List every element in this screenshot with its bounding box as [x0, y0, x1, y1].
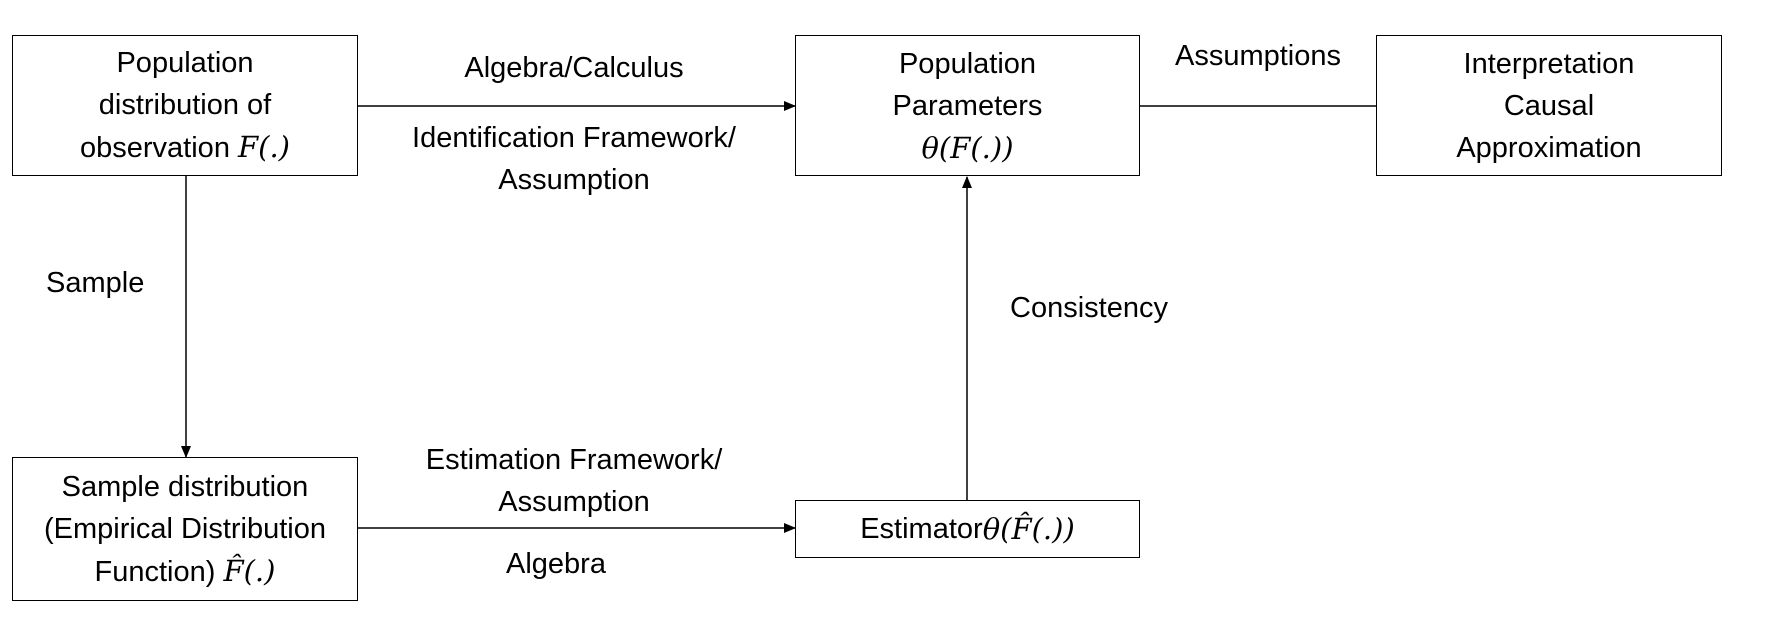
- estimator-label: Estimator: [860, 513, 983, 545]
- population-distribution-formula: F(.): [238, 130, 290, 164]
- population-distribution-line-1: Population: [116, 47, 254, 79]
- estimator-box: Estimator θ(F̂(.)): [795, 500, 1140, 558]
- estimation-framework-line-1: Estimation Framework/: [425, 444, 723, 476]
- sample-distribution-line-1: Sample distribution: [61, 470, 309, 503]
- interpretation-line-3: Approximation: [1456, 131, 1642, 164]
- sample-distribution-line-3: Function) F̂(.): [95, 550, 276, 593]
- sample-distribution-text: Function): [94, 555, 224, 588]
- edge-label-identification-framework: Identification Framework/ Assumption: [364, 117, 784, 201]
- population-distribution-box: Population distribution of observation F…: [12, 35, 358, 176]
- edge-label-estimation-framework: Estimation Framework/ Assumption: [364, 439, 784, 523]
- edge-label-consistency: Consistency: [1010, 292, 1168, 324]
- sample-distribution-box: Sample distribution (Empirical Distribut…: [12, 457, 358, 601]
- population-parameters-box: Population Parameters θ(F(.)): [795, 35, 1140, 176]
- population-distribution-line-2: distribution of: [98, 89, 272, 121]
- population-parameters-line-1: Population: [898, 47, 1037, 80]
- population-parameters-line-2: Parameters: [892, 89, 1043, 122]
- population-parameters-formula: θ(F(.)): [921, 130, 1014, 165]
- population-distribution-line-3: observation F(.): [80, 126, 290, 169]
- interpretation-line-2: Causal: [1503, 89, 1595, 122]
- edge-label-algebra-calculus: Algebra/Calculus: [464, 52, 684, 84]
- interpretation-box: Interpretation Causal Approximation: [1376, 35, 1722, 176]
- edge-label-sample: Sample: [46, 267, 145, 299]
- sample-distribution-formula: F̂(.): [223, 553, 276, 588]
- population-distribution-text: observation: [80, 132, 239, 164]
- interpretation-line-1: Interpretation: [1463, 47, 1635, 80]
- identification-framework-line-1: Identification Framework/: [412, 122, 736, 154]
- estimation-framework-line-2: Assumption: [498, 486, 650, 518]
- estimator-formula: θ(F̂(.)): [982, 512, 1075, 546]
- edge-label-assumptions: Assumptions: [1174, 40, 1341, 72]
- edge-label-algebra: Algebra: [506, 548, 606, 580]
- sample-distribution-line-2: (Empirical Distribution: [43, 512, 326, 545]
- identification-framework-line-2: Assumption: [498, 164, 650, 196]
